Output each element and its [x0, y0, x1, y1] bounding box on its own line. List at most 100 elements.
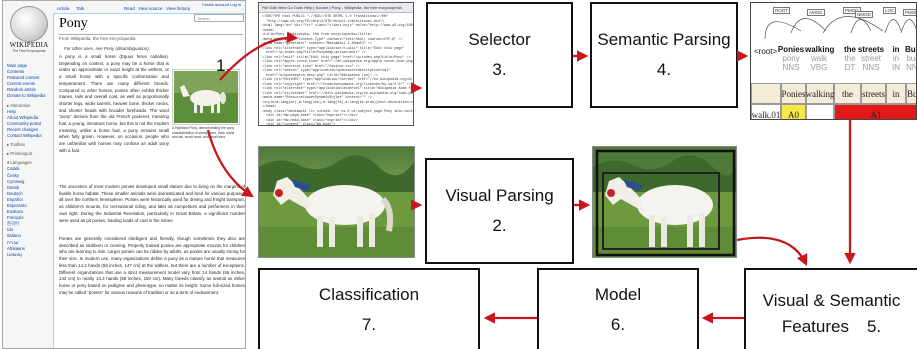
wiki-nav-link[interactable]: Featured content [7, 75, 40, 81]
wiki-nav-link[interactable]: Community portal [7, 120, 41, 126]
wiki-account-links[interactable]: Create account Log in [201, 2, 241, 7]
grid-a1-cell: A1 [834, 104, 916, 119]
wiki-nav-link[interactable]: About Wikipedia [7, 114, 39, 120]
wiki-top-links: Create account Log in [53, 1, 245, 13]
semantic-parsing-step: Semantic Parsing 4. [590, 2, 738, 108]
features-title-2: Features [781, 316, 849, 336]
wiki-nav-section-interaction[interactable]: ▸ Interaction [7, 102, 31, 108]
wiki-nav-link[interactable]: Contact Wikipedia [7, 133, 42, 139]
model-number: 6. [610, 314, 626, 334]
source-line: <link rel="search" type="application/ope… [262, 69, 391, 73]
arc-label: PMOD [903, 9, 916, 16]
wiki-nav-link[interactable]: Contents [7, 69, 25, 75]
token-word: the [844, 45, 856, 54]
token-word: streets [857, 45, 885, 54]
wiki-nav-link[interactable]: Random article [7, 87, 36, 93]
source-line: <meta name="ResourceLoaderDynamicStyles"… [262, 96, 372, 100]
wiki-language-link[interactable]: Español [7, 196, 23, 202]
token-word: walking [805, 45, 835, 54]
wiki-language-link[interactable]: עברית [7, 239, 19, 245]
wiki-language-link[interactable]: Lietuvių [7, 251, 22, 257]
wiki-nav-section-print[interactable]: ▸ Print/export [7, 151, 33, 157]
selector-number: 3. [492, 60, 507, 79]
source-line: </head> [262, 105, 277, 109]
classification-number: 7. [361, 314, 377, 334]
wiki-language-link[interactable]: Euskara [7, 209, 23, 215]
token-lemma: walk [810, 54, 827, 63]
features-title: Visual & Semantic [762, 290, 901, 310]
grid-header-cell: in [886, 83, 906, 104]
wiki-tab[interactable]: View history [166, 6, 191, 11]
wiki-tab[interactable]: Talk [76, 6, 85, 11]
source-line: <link rel="apple-touch-icon" href="//en.… [262, 60, 414, 64]
wiki-language-link[interactable]: Dansk [7, 184, 20, 190]
selector-title: Selector [468, 30, 531, 49]
grid-corner [751, 83, 781, 104]
wiki-language-link[interactable]: Afrikaans [7, 245, 25, 251]
wiki-article-title: Pony [59, 16, 88, 31]
token-lemma: street [860, 54, 881, 63]
wiki-nav-section-toolbox[interactable]: ▸ Toolbox [7, 142, 26, 148]
grid-header-cell: streets [861, 83, 886, 104]
wiki-language-link[interactable]: Ido [7, 227, 13, 233]
grid-a0-cell: A0 [781, 104, 806, 119]
source-line: <div id="mw-head-base" class="noprint"><… [262, 118, 358, 123]
source-line: <link rel="stylesheet" href="//bits.wiki… [262, 91, 414, 96]
arc-label: AMOD [807, 9, 825, 16]
html-source-screenshot: File Edit View Go Tools Help | Source | … [258, 2, 414, 126]
source-line: <body class="mediawiki ltr sitedir-ltr n… [262, 109, 414, 114]
token-word: Ponies [777, 45, 805, 54]
token-pos: NNI [906, 63, 916, 72]
token-pos: DT [844, 63, 856, 72]
wiki-nav-link[interactable]: Current events [7, 81, 36, 87]
wiki-nav-section-languages[interactable]: ▾ Languages [7, 160, 32, 166]
token-pos: IN [892, 63, 900, 72]
wiki-image-caption: A Highland Pony, demonstrating the pony … [172, 126, 235, 140]
wiki-nav-link[interactable]: Recent changes [7, 126, 39, 132]
wiki-nav-link[interactable]: Help [7, 108, 16, 114]
token-word: in [892, 45, 900, 54]
classification-step: Classification 7. [258, 268, 480, 349]
pony-photo [258, 146, 415, 258]
wiki-title-rule [59, 34, 243, 35]
source-line: <!DOCTYPE html PUBLIC "-//W3C//DTD XHTML… [262, 15, 389, 19]
grid-header-cell: the [834, 83, 861, 104]
arrow-wiki-to-source [219, 31, 299, 81]
wiki-language-link[interactable]: Cymraeg [7, 178, 25, 184]
source-line: <link rel="alternate" type="application/… [262, 46, 405, 51]
source-line: <head> [262, 28, 275, 33]
wiki-nav-link[interactable]: Main page [7, 63, 28, 68]
arc-label: ROOT [773, 7, 790, 14]
wiki-language-link[interactable]: Français [7, 215, 24, 221]
wikipedia-globe-logo [10, 6, 48, 42]
source-line: <div id="content" class="mw-body"> [262, 123, 336, 126]
parse-token: BurlburlNNI [899, 45, 916, 72]
wiki-language-link[interactable]: Italiano [7, 233, 21, 239]
wiki-tab[interactable]: Read [124, 6, 135, 11]
grid-header-cell: Burk [906, 83, 916, 104]
arc-label: NMOD [855, 11, 873, 18]
step-1-number: 1. [216, 56, 231, 75]
wiki-language-link[interactable]: Esperanto [7, 202, 27, 208]
grid-row-label: walk.01 [751, 104, 781, 119]
visual-parsing-title: Visual Parsing [445, 186, 554, 205]
wiki-tab[interactable]: Article [57, 6, 70, 11]
wiki-language-link[interactable]: Deutsch [7, 190, 23, 196]
wiki-nav-link[interactable]: Donate to Wikipedia [7, 93, 46, 99]
wiki-language-link[interactable]: Català [7, 166, 20, 172]
arc-label: LOC [883, 7, 897, 14]
wiki-logo-text: WIKIPEDIA [9, 41, 49, 49]
source-line: <html lang="en" dir="ltr" class="client-… [262, 24, 413, 28]
dependency-arcs-icon [764, 16, 916, 40]
wiki-search-input[interactable]: Search [194, 14, 244, 22]
arrow-regions-to-features [736, 236, 808, 267]
wiki-language-link[interactable]: 한국어 [7, 221, 19, 227]
wiki-paragraph-2: The ancestors of most modern ponies deve… [59, 184, 245, 223]
source-line: <link rel="edit" title="Edit this page" … [262, 55, 411, 60]
source-line: <link rel="shortcut icon" href="/favicon… [262, 64, 360, 69]
wiki-language-link[interactable]: Česky [7, 172, 19, 178]
features-number: 5. [866, 316, 882, 336]
wiki-tab[interactable]: View source [138, 6, 163, 11]
model-step: Model 6. [537, 268, 699, 349]
